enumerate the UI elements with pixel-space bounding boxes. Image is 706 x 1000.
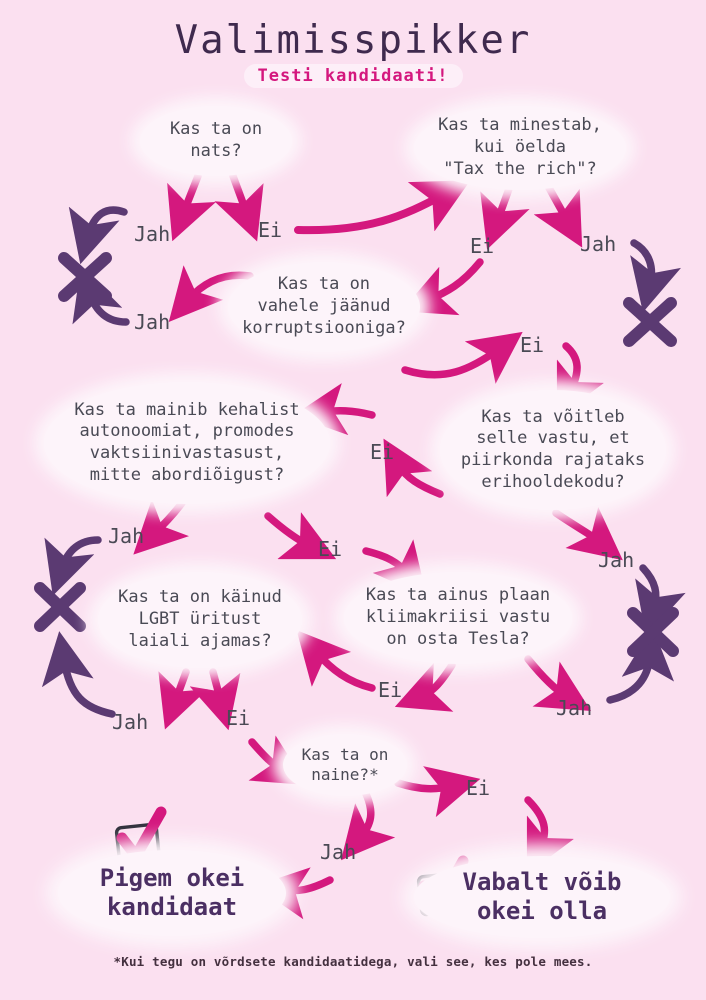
edge-label-erihooldekodu-ei: Ei (370, 440, 395, 464)
arrow-lgbt-ei-to-naine (248, 735, 308, 786)
question-text: Kas ta ainus plaan kliimakriisi vastu on… (365, 585, 551, 649)
edge-label-korruptsioon-ei: Ei (520, 333, 545, 357)
reject-x-3 (627, 607, 679, 657)
reject-x-4 (34, 582, 86, 632)
edge-label-naine-jah: Jah (320, 840, 357, 864)
question-text: Kas ta on nats? (169, 119, 263, 161)
edge-label-minestab-ei: Ei (470, 234, 495, 258)
edge-label-erihooldekodu-jah: Jah (598, 548, 635, 572)
arrow-erihooldekodu-jah-to-reject (635, 564, 686, 637)
edge-label-lgbt-ei: Ei (226, 706, 251, 730)
question-text: Kas ta minestab, kui öelda "Tax the rich… (438, 115, 602, 179)
question-node-autonoomia[interactable]: Kas ta mainib kehalist autonoomiat, prom… (44, 382, 330, 504)
arrow-autonoomia-ei (264, 512, 337, 560)
edge-label-nats-jah: Jah (134, 222, 171, 246)
question-text: Kas ta on käinud LGBT üritust laiali aja… (118, 587, 282, 651)
arrow-lgbt-jah-to-reject (41, 631, 116, 718)
result-text: Vabalt võib okei olla (462, 867, 622, 925)
arrow-nats-jah (167, 172, 216, 242)
arrow-minestab-jah-to-reject (630, 239, 682, 313)
edge-label-autonoomia-ei: Ei (318, 537, 343, 561)
arrow-naine-jah (340, 790, 396, 861)
result-node-vabalt-okei[interactable]: Vabalt võib okei olla (414, 856, 670, 938)
question-text: Kas ta mainib kehalist autonoomiat, prom… (74, 399, 300, 485)
question-node-nats[interactable]: Kas ta on nats? (140, 106, 292, 176)
question-text: Kas ta võitleb selle vastu, et piirkonda… (460, 406, 646, 492)
page-subtitle: Testi kandidaati! (243, 64, 463, 88)
arrow-nats-ei (214, 172, 264, 242)
arrow-tesla-jah-to-reject (606, 626, 675, 704)
question-node-naine[interactable]: Kas ta on naine?* (283, 734, 407, 796)
arrow-tesla-ei-to-lgbt (296, 630, 376, 692)
arrow-nats-ei-to-minestab (294, 180, 471, 235)
edge-label-lgbt-jah: Jah (112, 710, 149, 734)
arrow-korruptsioon-jah-to-reject (72, 266, 130, 326)
edge-label-naine-ei: Ei (466, 776, 491, 800)
result-text: Pigem okei kandidaat (99, 863, 245, 921)
edge-label-korruptsioon-jah: Jah (134, 310, 171, 334)
question-node-minestab[interactable]: Kas ta minestab, kui öelda "Tax the rich… (414, 106, 626, 190)
reject-x-2 (623, 297, 677, 347)
question-text: Kas ta on vahele jäänud korruptsiooniga? (242, 274, 406, 338)
arrow-minestab-ei (480, 182, 530, 250)
page-title: Valimisspikker (174, 18, 532, 63)
arrow-naine-jah-to-result (255, 867, 334, 920)
question-node-lgbt[interactable]: Kas ta on käinud LGBT üritust laiali aja… (98, 572, 302, 668)
reject-x-1 (58, 252, 112, 302)
question-node-korruptsioon[interactable]: Kas ta on vahele jäänud korruptsiooniga? (228, 262, 420, 352)
edge-label-tesla-jah: Jah (556, 696, 593, 720)
subtitle-container: Testi kandidaati! (0, 64, 706, 88)
arrow-erihooldekodu-ei (383, 438, 444, 498)
question-node-tesla[interactable]: Kas ta ainus plaan kliimakriisi vastu on… (344, 572, 572, 664)
arrow-minestab-ei-to-korruptsioon (401, 258, 484, 316)
edge-label-tesla-ei: Ei (378, 678, 403, 702)
question-text: Kas ta on naine?* (301, 744, 389, 784)
arrow-lgbt-jah (158, 668, 208, 730)
footnote: *Kui tegu on võrdsete kandidaatidega, va… (113, 954, 593, 969)
arrow-erihooldekodu-jah (552, 506, 623, 561)
arrow-naine-ei-to-result (524, 796, 574, 875)
arrow-nats-jah-to-reject (68, 206, 128, 265)
arrow-minestab-jah (533, 182, 583, 248)
edge-label-nats-ei: Ei (258, 218, 283, 242)
result-node-pigem-okei[interactable]: Pigem okei kandidaat (58, 850, 286, 936)
arrow-erihooldekodu-ei-to-autonoomia (292, 383, 376, 436)
arrow-naine-ei (394, 766, 481, 818)
arrow-tesla-ei (394, 661, 456, 712)
question-node-erihooldekodu[interactable]: Kas ta võitleb selle vastu, et piirkonda… (440, 390, 666, 510)
edge-label-minestab-jah: Jah (580, 232, 617, 256)
arrow-autonoomia-ei-to-tesla (362, 539, 427, 597)
arrow-autonoomia-jah (133, 498, 190, 555)
edge-label-autonoomia-jah: Jah (108, 524, 145, 548)
arrow-lgbt-ei (189, 668, 241, 731)
arrow-autonoomia-jah-to-reject (44, 536, 102, 596)
arrow-korruptsioon-ei-to-erihooldekodu (556, 342, 604, 419)
arrow-tesla-jah (524, 655, 592, 712)
arrow-korruptsioon-ei (401, 331, 523, 384)
